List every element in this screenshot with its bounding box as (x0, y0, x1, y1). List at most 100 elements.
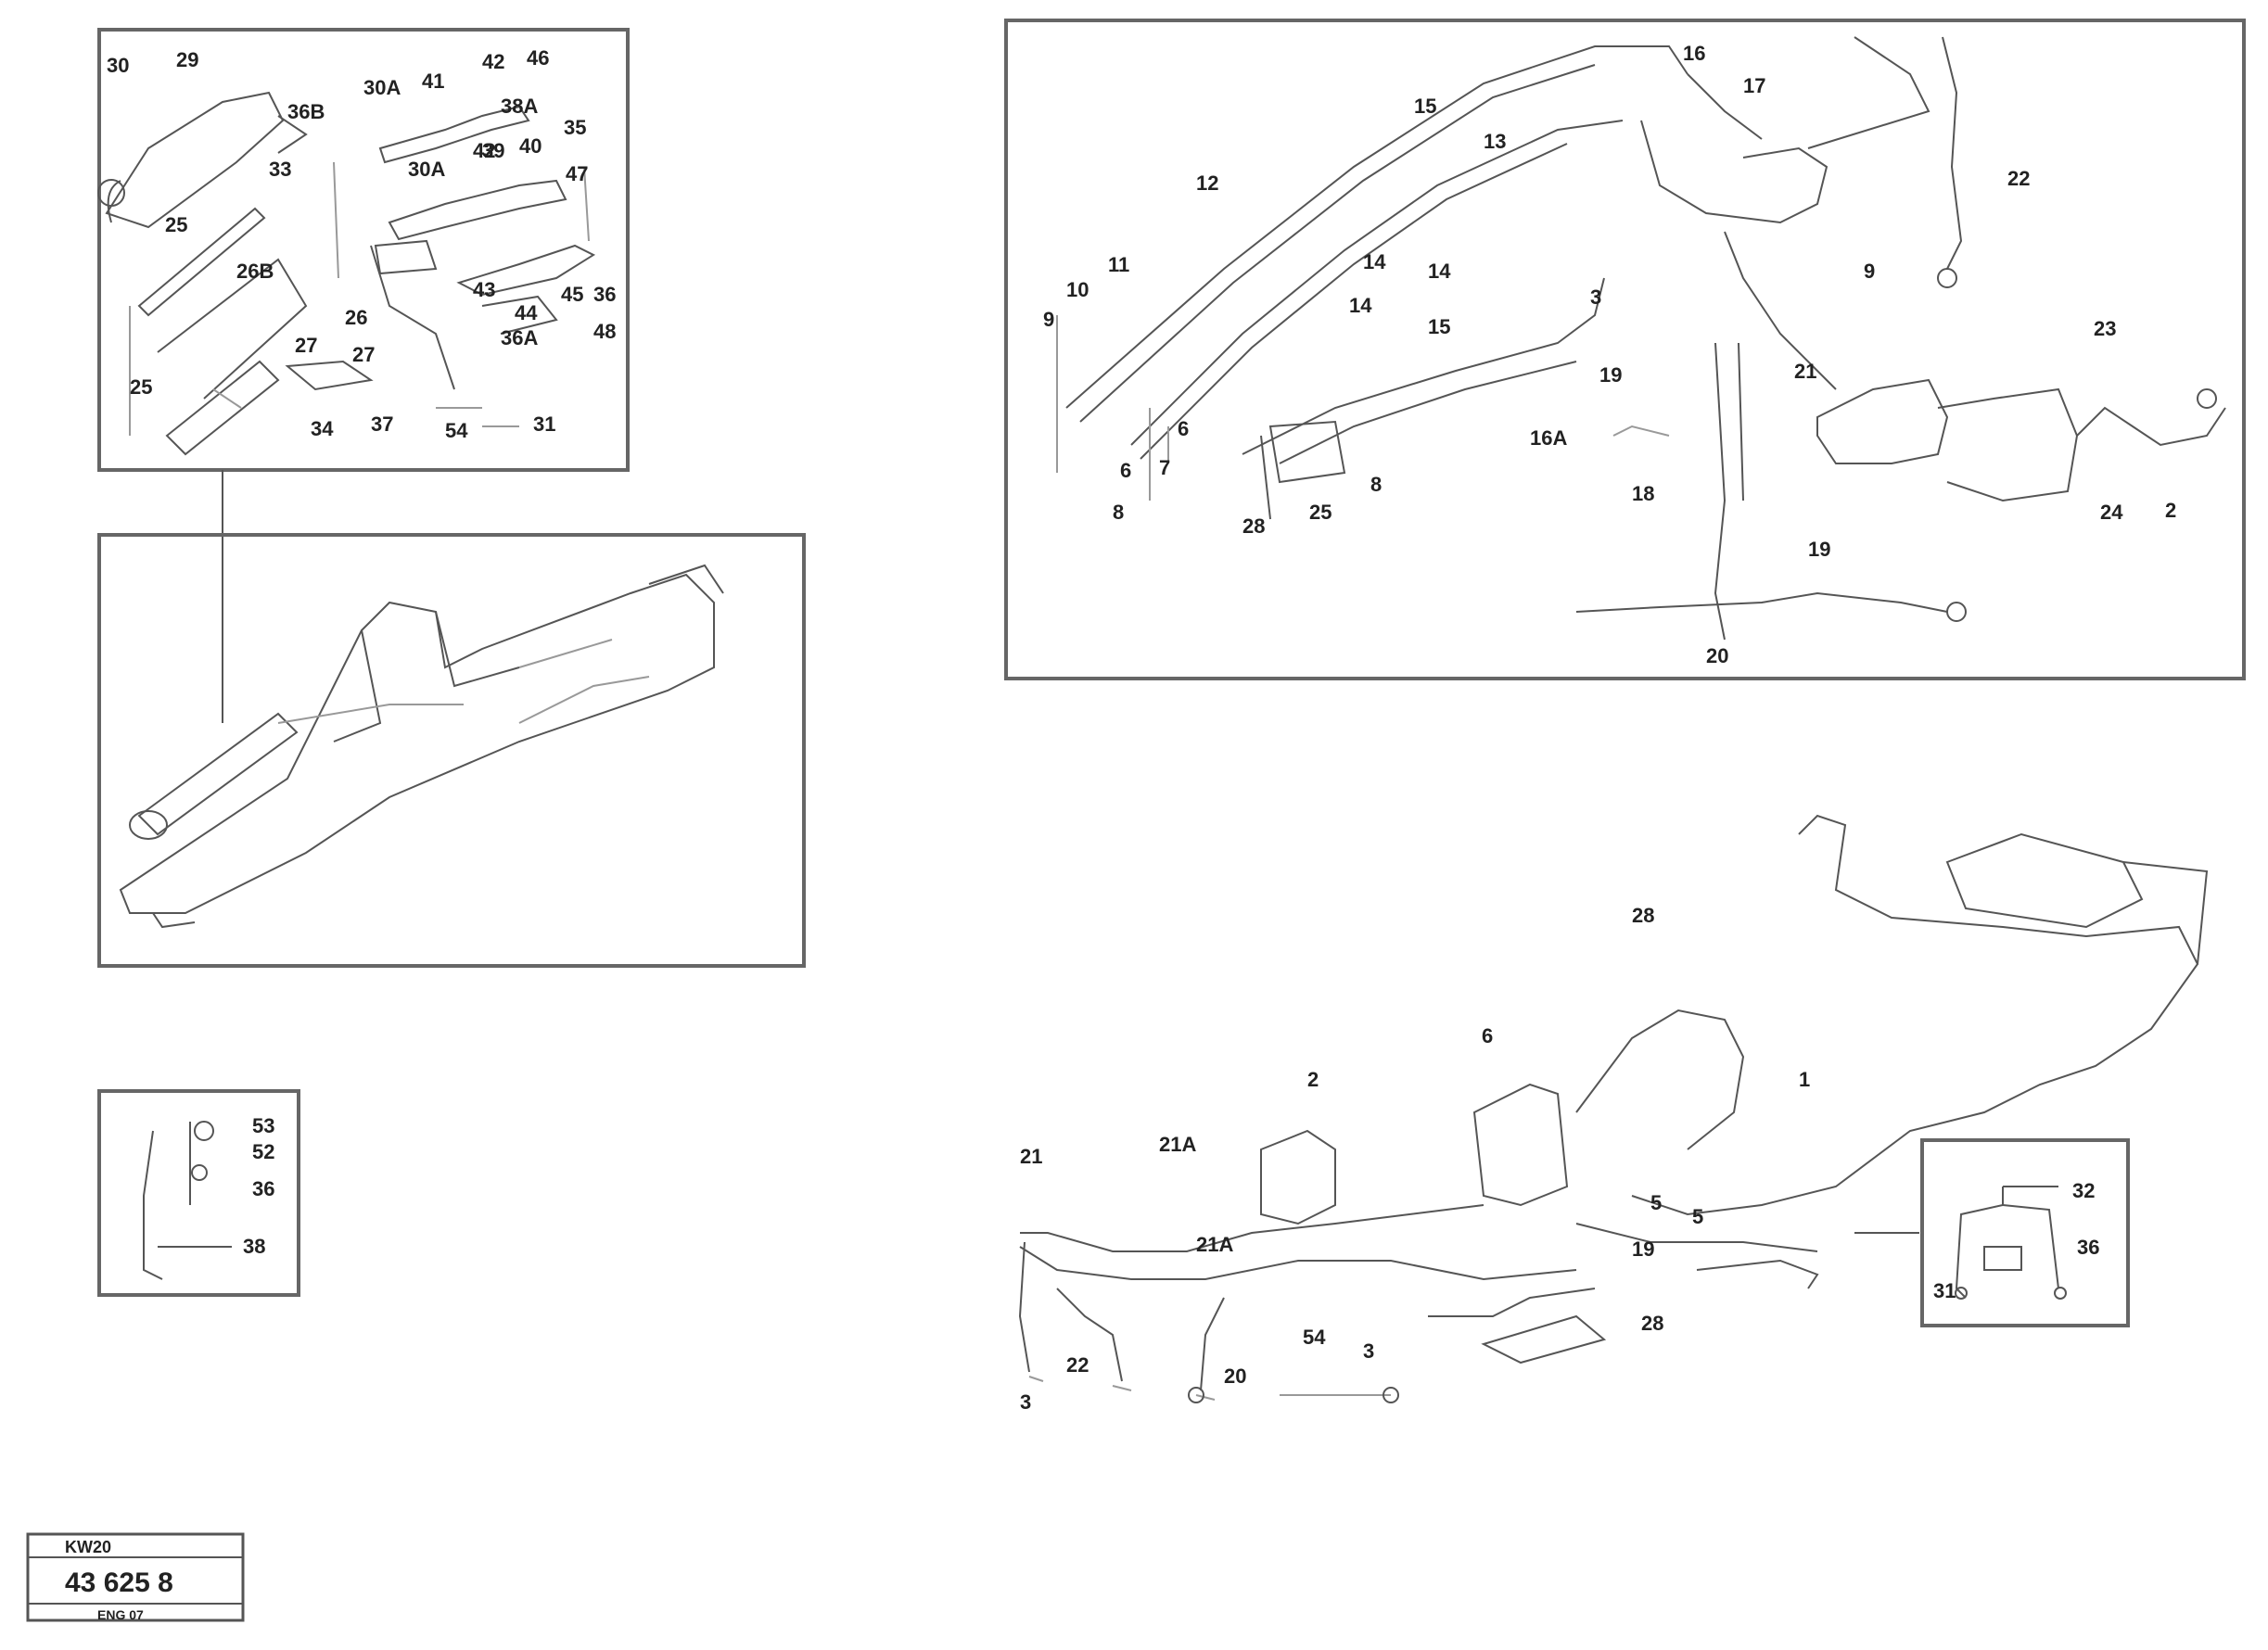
callout: 5 (1692, 1205, 1703, 1228)
callout: 45 (561, 283, 583, 306)
callout: 15 (1428, 315, 1450, 338)
panel-4-callouts: 15 13 16 12 17 22 11 10 9 14 14 15 14 3 … (1043, 42, 2176, 667)
callout: 9 (1043, 308, 1054, 331)
callout: 30A (363, 76, 401, 99)
callout: 8 (1113, 501, 1124, 524)
callout: 26 (345, 306, 367, 329)
callout: 18 (1632, 482, 1654, 505)
overview-machine-frame (1018, 814, 2209, 1403)
callout: 13 (1484, 130, 1506, 153)
callout: 47 (566, 162, 588, 185)
callout: 26B (236, 260, 274, 283)
callout: 27 (352, 343, 375, 366)
callout: 38A (501, 95, 538, 118)
panel-1-callouts: 30 29 36B 33 30A 41 42 46 38A 35 39 25 3… (107, 46, 616, 442)
callout: 19 (1632, 1238, 1654, 1261)
callout: 38 (243, 1235, 265, 1258)
callout: 20 (1224, 1364, 1246, 1388)
callout: 14 (1363, 250, 1386, 273)
callout: 6 (1178, 417, 1189, 440)
callout: 1 (1799, 1068, 1810, 1091)
callout: 25 (130, 375, 152, 399)
stamp-bottom-text: ENG 07 (97, 1607, 144, 1622)
inset-detail-fitting (1920, 1138, 2130, 1327)
callout: 36 (2077, 1236, 2099, 1259)
callout: 42 (473, 139, 495, 162)
callout: 22 (1066, 1353, 1089, 1377)
callout: 21 (1020, 1145, 1042, 1168)
panel-3-callouts: 53 52 36 38 (243, 1114, 274, 1258)
callout: 14 (1428, 260, 1451, 283)
callout: 36 (593, 283, 616, 306)
callout: 43 (473, 278, 495, 301)
callout: 33 (269, 158, 291, 181)
callout: 29 (176, 48, 198, 71)
callout: 21 (1794, 360, 1816, 383)
callout: 19 (1599, 363, 1622, 387)
callout: 36B (287, 100, 325, 123)
stamp-code: 43 625 8 (65, 1568, 173, 1598)
callout: 52 (252, 1140, 274, 1163)
detail-panel-boom-hydraulics (97, 28, 630, 472)
callout: 25 (1309, 501, 1331, 524)
stamp-top-text: KW20 (65, 1538, 111, 1556)
callout: 2 (2165, 499, 2176, 522)
callout: 53 (252, 1114, 274, 1137)
callout: 30 (107, 54, 129, 77)
callout: 30A (408, 158, 445, 181)
callout: 6 (1482, 1024, 1493, 1047)
reference-stamp: KW20 43 625 8 ENG 07 (26, 1532, 245, 1622)
callout: 32 (2072, 1179, 2095, 1202)
detail-panel-hose-routing (1004, 19, 2246, 680)
callout: 31 (533, 412, 555, 436)
callout: 6 (1120, 459, 1131, 482)
detail-panel-hose (97, 1089, 300, 1297)
callout: 8 (1370, 473, 1382, 496)
callout: 3 (1020, 1390, 1031, 1414)
callout: 27 (295, 334, 317, 357)
callout: 39 (482, 139, 504, 162)
callout: 31 (1933, 1279, 1956, 1302)
callout: 17 (1743, 74, 1765, 97)
callout: 41 (422, 70, 444, 93)
callout: 22 (2007, 167, 2030, 190)
callout: 28 (1641, 1312, 1663, 1335)
callout: 10 (1066, 278, 1089, 301)
callout: 16A (1530, 426, 1567, 450)
callout: 46 (527, 46, 549, 70)
callout: 28 (1242, 514, 1265, 538)
callout: 54 (1303, 1326, 1326, 1349)
callout: 44 (515, 301, 538, 324)
callout: 36A (501, 326, 538, 349)
callout: 34 (311, 417, 334, 440)
callout: 12 (1196, 171, 1218, 195)
callout: 7 (1159, 456, 1170, 479)
callout: 16 (1683, 42, 1705, 65)
callout: 11 (1108, 253, 1129, 276)
callout: 21A (1196, 1233, 1233, 1256)
callout: 15 (1414, 95, 1436, 118)
callout: 48 (593, 320, 616, 343)
callout: 54 (445, 419, 468, 442)
callout: 25 (165, 213, 187, 236)
callout: 19 (1808, 538, 1830, 561)
callout: 9 (1864, 260, 1875, 283)
panel-5-callouts: 28 6 1 21 21A 2 5 5 19 21A 3 22 20 3 54 … (1020, 904, 2099, 1414)
callout: 20 (1706, 644, 1728, 667)
callout: 3 (1590, 286, 1601, 309)
callout: 42 (482, 50, 504, 73)
callout: 24 (2100, 501, 2123, 524)
callout: 5 (1650, 1191, 1662, 1214)
callout: 40 (519, 134, 542, 158)
callout: 36 (252, 1177, 274, 1200)
callout: 2 (1307, 1068, 1319, 1091)
callout: 37 (371, 412, 393, 436)
callout: 28 (1632, 904, 1654, 927)
callout: 23 (2094, 317, 2116, 340)
callout: 14 (1349, 294, 1372, 317)
overview-panel-boom (97, 533, 806, 968)
callout: 21A (1159, 1133, 1196, 1156)
callout: 3 (1363, 1339, 1374, 1363)
callout: 35 (564, 116, 586, 139)
